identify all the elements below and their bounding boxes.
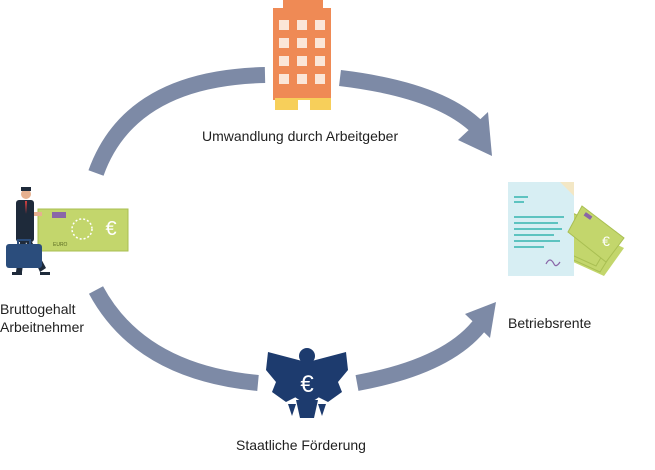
svg-text:EURO: EURO: [53, 242, 68, 248]
arrow-bottom-left-segment: [88, 286, 259, 391]
arrow-top-head: [458, 112, 492, 156]
svg-text:€: €: [602, 233, 610, 249]
label-betriebsrente: Betriebsrente: [508, 315, 592, 331]
arrow-top-right-segment: [339, 70, 492, 156]
pension-document-with-banknotes-icon: €: [508, 182, 625, 276]
businessman-with-euro-banknote-icon: € EURO: [6, 187, 129, 275]
label-arbeitnehmer: Arbeitnehmer: [0, 319, 85, 335]
arrow-bottom-head: [465, 302, 496, 338]
arrow-bottom-right-segment: [355, 302, 496, 391]
svg-text:€: €: [105, 218, 116, 240]
svg-text:€: €: [300, 371, 314, 398]
arrow-top-left-segment: [88, 67, 266, 176]
label-staatliche-foerderung: Staatliche Förderung: [236, 437, 366, 453]
office-building-icon: [273, 0, 331, 110]
label-bruttogehalt: Bruttogehalt: [0, 301, 76, 317]
federal-eagle-euro-icon: €: [266, 348, 348, 418]
label-umwandlung: Umwandlung durch Arbeitgeber: [202, 128, 399, 144]
